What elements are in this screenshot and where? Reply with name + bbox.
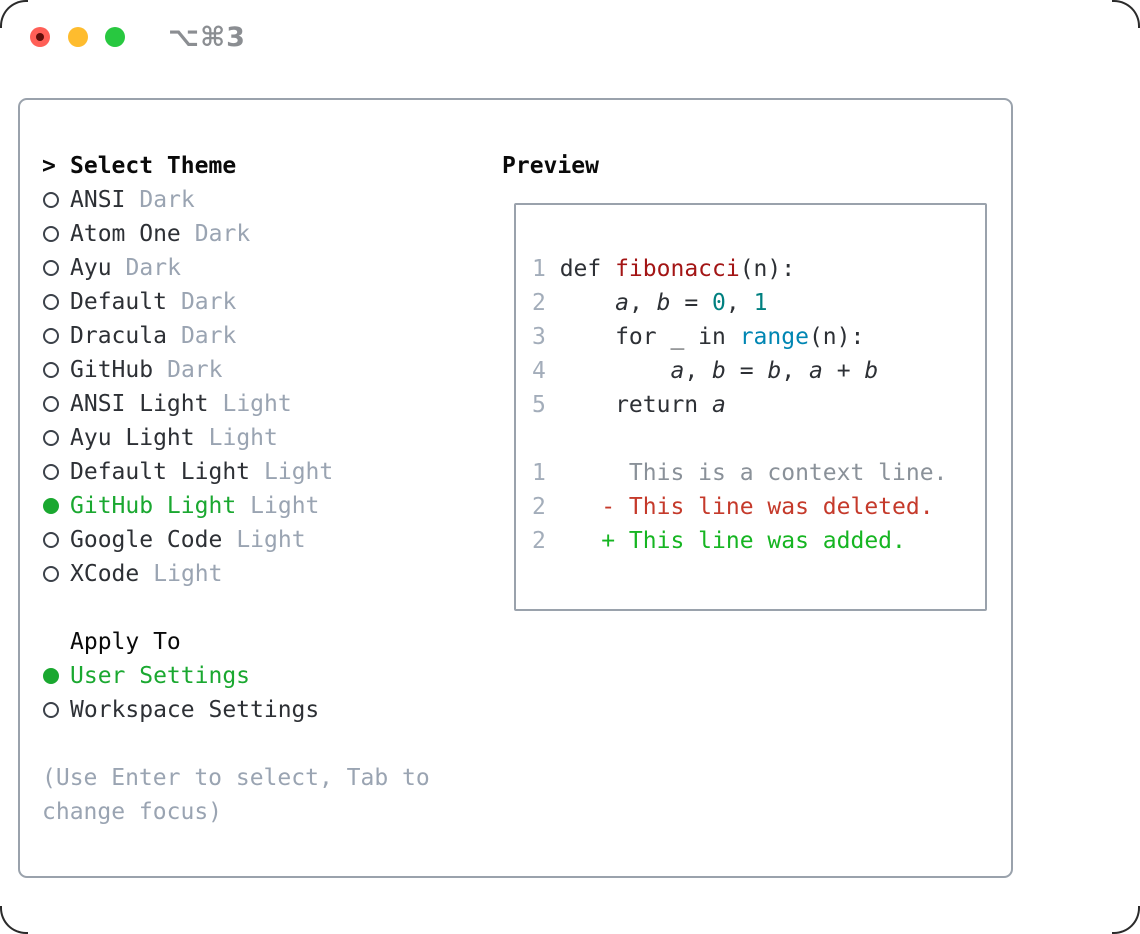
hint-text-line1: (Use Enter to select, Tab to [42, 765, 430, 791]
radio-icon [43, 396, 59, 412]
line-number: 2 [532, 494, 546, 520]
code-line-blank [532, 422, 947, 456]
theme-variant: Dark [180, 289, 237, 315]
code-line: 4 a, b = b, a + b [532, 358, 879, 384]
theme-option-ayu-dark[interactable]: Ayu Dark [42, 251, 430, 285]
radio-icon [43, 702, 59, 718]
radio-icon [43, 566, 59, 582]
theme-variant: Dark [125, 255, 181, 281]
theme-name: GitHub [70, 357, 154, 383]
radio-icon [43, 532, 59, 548]
code-line: 2 a, b = 0, 1 [532, 290, 768, 316]
title-bar: ⌥⌘3 [0, 0, 1140, 75]
line-number: 2 [532, 528, 546, 554]
theme-name-selected: GitHub Light [70, 493, 237, 519]
line-number: 4 [532, 358, 546, 384]
window-corner [0, 906, 28, 934]
theme-option-ayu-light[interactable]: Ayu Light Light [42, 421, 430, 455]
line-number: 1 [532, 256, 546, 282]
hint-text-line2: change focus) [42, 799, 223, 825]
apply-option-user-settings[interactable]: User Settings [42, 659, 430, 693]
theme-name: ANSI [70, 187, 126, 213]
theme-option-xcode-light[interactable]: XCode Light [42, 557, 430, 591]
code-line: 5 return a [532, 392, 726, 418]
apply-to-label: Apply To [70, 629, 181, 655]
radio-icon [43, 464, 59, 480]
theme-option-default-light[interactable]: Default Light Light [42, 455, 430, 489]
theme-name: Google Code [70, 527, 223, 553]
theme-variant: Dark [139, 187, 195, 213]
theme-option-default-dark[interactable]: Default Dark [42, 285, 430, 319]
theme-option-github-light[interactable]: GitHub Light Light [42, 489, 430, 523]
radio-icon [43, 260, 59, 276]
close-button[interactable] [30, 27, 50, 47]
line-number: 1 [532, 460, 546, 486]
apply-to-header: Apply To [42, 625, 430, 659]
theme-variant: Dark [167, 357, 223, 383]
theme-name: Ayu [70, 255, 112, 281]
diff-context-line: 1 This is a context line. [532, 460, 948, 486]
radio-icon [43, 226, 59, 242]
apply-option-workspace-settings[interactable]: Workspace Settings [42, 693, 430, 727]
theme-name: Dracula [70, 323, 167, 349]
theme-variant: Light [153, 561, 223, 587]
spacer-row [42, 727, 430, 761]
theme-variant: Light [236, 527, 306, 553]
select-theme-label: Select Theme [70, 153, 237, 179]
theme-name: Default [70, 289, 167, 315]
focus-caret-icon: > [42, 153, 56, 179]
radio-icon [43, 294, 59, 310]
theme-variant: Light [264, 459, 334, 485]
radio-selected-icon [43, 668, 59, 684]
theme-variant: Light [208, 425, 278, 451]
minimize-button[interactable] [68, 27, 88, 47]
theme-variant: Light [250, 493, 320, 519]
diff-deleted-line: 2 - This line was deleted. [532, 494, 934, 520]
select-theme-header: > Select Theme [42, 149, 430, 183]
spacer-row [42, 591, 430, 625]
theme-option-google-code-light[interactable]: Google Code Light [42, 523, 430, 557]
theme-variant: Light [222, 391, 292, 417]
theme-option-github-dark[interactable]: GitHub Dark [42, 353, 430, 387]
apply-option-label: Workspace Settings [70, 697, 320, 723]
theme-name: ANSI Light [70, 391, 209, 417]
line-number: 2 [532, 290, 546, 316]
radio-icon [43, 430, 59, 446]
theme-name: XCode [70, 561, 140, 587]
radio-selected-icon [43, 498, 59, 514]
line-number: 5 [532, 392, 546, 418]
theme-list: > Select Theme ANSI Dark Atom One Dark A… [42, 149, 430, 829]
theme-option-ansi-light[interactable]: ANSI Light Light [42, 387, 430, 421]
preview-header: Preview [502, 153, 599, 179]
theme-option-atom-one-dark[interactable]: Atom One Dark [42, 217, 430, 251]
theme-option-ansi-dark[interactable]: ANSI Dark [42, 183, 430, 217]
diff-added-line: 2 + This line was added. [532, 528, 906, 554]
radio-icon [43, 192, 59, 208]
theme-name: Ayu Light [70, 425, 195, 451]
theme-variant: Dark [180, 323, 237, 349]
theme-variant: Dark [194, 221, 251, 247]
theme-name: Default Light [70, 459, 251, 485]
radio-icon [43, 362, 59, 378]
apply-option-label: User Settings [70, 663, 251, 689]
code-line: 3 for _ in range(n): [532, 324, 865, 350]
radio-icon [43, 328, 59, 344]
window-title: ⌥⌘3 [168, 22, 246, 53]
theme-name: Atom One [70, 221, 181, 247]
theme-option-dracula-dark[interactable]: Dracula Dark [42, 319, 430, 353]
window-corner [1112, 906, 1140, 934]
line-number: 3 [532, 324, 546, 350]
theme-picker-panel: > Select Theme ANSI Dark Atom One Dark A… [18, 98, 1013, 878]
zoom-button[interactable] [105, 27, 125, 47]
